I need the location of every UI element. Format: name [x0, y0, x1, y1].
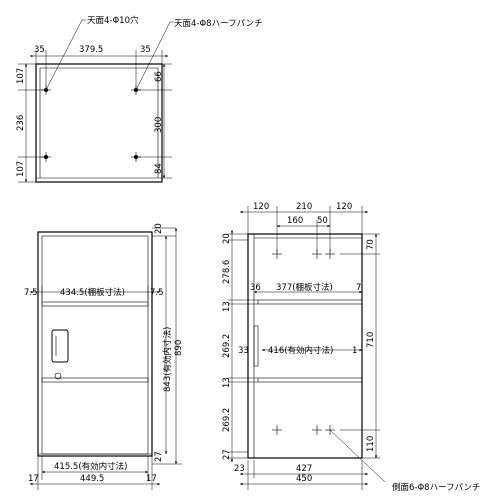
top-left-dim-top: 107 [16, 68, 26, 84]
front-inner-frame [41, 235, 149, 455]
side-dim-top-3: 120 [336, 202, 352, 212]
side-dim-left-5: 13 [222, 377, 232, 388]
top-right-dim-bottom: 84 [154, 163, 164, 174]
front-view: 20 7.5 434.5(棚板寸法) 7.5 843(有効内寸法) 890 27… [24, 223, 184, 490]
front-dim-inner-width: 415.5(有効内寸法) [54, 461, 127, 472]
front-dim-shelf-right: 7.5 [150, 288, 164, 298]
side-dim-bottom-2: 427 [296, 464, 312, 474]
side-punch-marks [272, 249, 335, 435]
front-dim-inner-height: 843(有効内寸法) [162, 327, 173, 392]
front-dim-bottom-left: 17 [28, 474, 39, 484]
front-shelves [41, 301, 149, 383]
front-dim-shelf-left: 7.5 [24, 288, 38, 298]
side-dim-left-2: 278.6 [222, 260, 232, 284]
front-dim-bottom-right: 27 [154, 451, 164, 462]
front-dim-total-width: 449.5 [80, 474, 104, 484]
side-inner-rail [253, 325, 259, 367]
side-dim-top-4: 160 [287, 216, 303, 226]
top-view-outline [35, 63, 163, 183]
side-shelves [253, 299, 363, 383]
side-punch-leader [329, 429, 386, 483]
door-handle [51, 329, 69, 363]
side-dim-shelf-left: 36 [250, 283, 261, 293]
side-dim-shelf-right: 7 [356, 283, 361, 293]
side-dim-left-6: 269.2 [222, 408, 232, 432]
top-right-dim-mid: 300 [154, 117, 164, 133]
side-dim-right-2: 710 [366, 332, 376, 348]
side-dim-inner: 416(有効内寸法) [268, 345, 333, 356]
front-dim-bottom-right2: 17 [146, 474, 157, 484]
front-dim-shelf: 434.5(棚板寸法) [60, 287, 125, 298]
side-dim-shelf: 377(棚板寸法) [276, 282, 333, 293]
front-dim-total-height: 890 [174, 340, 184, 356]
front-dim-top-right: 20 [154, 223, 164, 234]
side-dim-top-1: 120 [253, 202, 269, 212]
side-shelf-upper [257, 299, 363, 305]
side-dim-left-7: 27 [222, 449, 232, 460]
side-dim-total-depth: 450 [296, 474, 312, 484]
side-punch-label: 側面6-Φ8ハーフパンチ [392, 482, 481, 493]
top-left-dim-bottom: 107 [16, 161, 26, 177]
side-dim-left-3: 13 [222, 301, 232, 312]
front-outer-frame [37, 231, 153, 457]
side-front-edge [247, 233, 255, 459]
front-shelf-lower [41, 377, 149, 383]
door-lock-icon [54, 372, 62, 380]
side-dim-right-3: 110 [366, 436, 376, 452]
top-right-dim-top: 66 [154, 71, 164, 82]
top-hole-marks [41, 85, 141, 162]
side-dim-inner-left: 33 [238, 346, 249, 356]
side-dim-left-1: 20 [222, 233, 232, 244]
side-dim-inner-right: 1 [352, 346, 357, 356]
side-dim-bottom-1: 23 [234, 464, 245, 474]
top-dim-left: 35 [34, 45, 45, 55]
front-shelf-upper [41, 301, 149, 307]
top-dim-right: 35 [140, 45, 151, 55]
side-dim-top-2: 210 [296, 202, 312, 212]
side-dim-left-4: 269.2 [222, 334, 232, 358]
top-punch-label: 天面4-Φ8ハーフパンチ [174, 19, 263, 29]
top-view: 天面4-Φ10穴 天面4-Φ8ハーフパンチ 35 379.5 35 107 23… [16, 15, 263, 183]
top-left-dim-mid: 236 [16, 115, 26, 131]
top-dim-center: 379.5 [79, 45, 103, 55]
top-hole-label: 天面4-Φ10穴 [87, 15, 139, 26]
side-shelf-lower [257, 377, 363, 383]
side-dim-top-5: 50 [317, 216, 328, 226]
leader-hole [45, 19, 83, 91]
side-dim-right-1: 70 [366, 239, 376, 250]
side-view: 120 210 120 160 50 20 278.6 13 269.2 13 … [222, 202, 481, 493]
